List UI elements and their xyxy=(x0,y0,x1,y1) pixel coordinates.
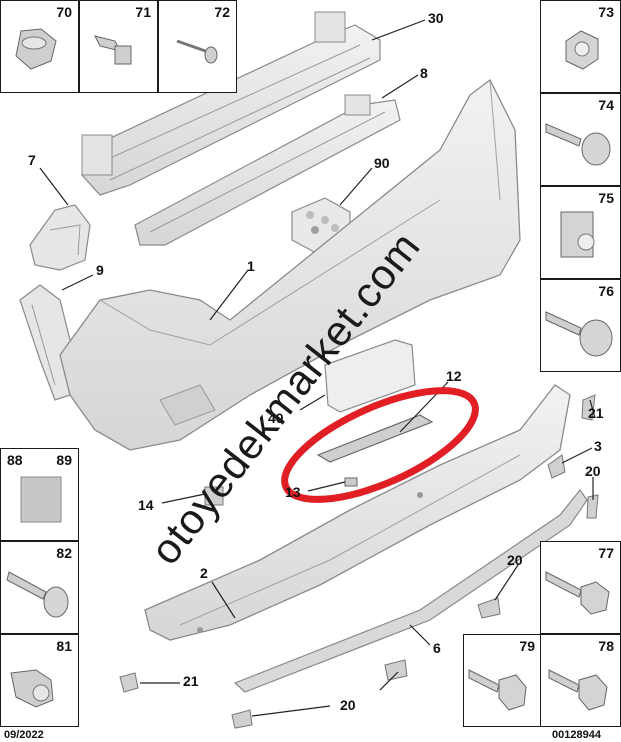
callout-21-top: 21 xyxy=(588,405,604,421)
callout-90: 90 xyxy=(374,155,390,171)
part-box-70: 70 xyxy=(0,0,79,93)
callout-7: 7 xyxy=(28,152,36,168)
self-tapping-screw-icon xyxy=(545,123,611,166)
part-number-label: 73 xyxy=(598,4,614,20)
adhesive-pad-icon xyxy=(20,476,62,523)
callout-9: 9 xyxy=(96,262,104,278)
part-box-79: 79 xyxy=(463,634,542,727)
leader-lines xyxy=(39,19,596,717)
part-box-77: 77 xyxy=(540,541,621,634)
screw-icon xyxy=(94,35,132,65)
flange-bolt-icon xyxy=(548,669,608,711)
small-clips xyxy=(119,394,599,729)
callout-3: 3 xyxy=(594,438,602,454)
part-number-label: 74 xyxy=(598,97,614,113)
bolt-icon xyxy=(545,571,610,615)
part-number-label: 75 xyxy=(598,190,614,206)
part-box-78: 78 xyxy=(540,634,621,727)
callout-21-bottom: 21 xyxy=(183,673,199,689)
push-rivet-icon xyxy=(6,571,69,618)
highlight-ellipse xyxy=(281,387,479,503)
part-box-76: 76 xyxy=(540,279,621,372)
part-box-88-89: 88 89 xyxy=(0,448,79,541)
side-bracket-part-7 xyxy=(29,204,91,271)
part-number-label: 70 xyxy=(56,4,72,20)
hex-nut-icon xyxy=(565,30,599,70)
part-number-label: 76 xyxy=(598,283,614,299)
footer-reference: 00128944 xyxy=(552,729,601,741)
impact-beam-part-30 xyxy=(81,11,381,196)
part-box-81: 81 xyxy=(0,634,79,727)
rivet-nut-icon xyxy=(15,28,57,70)
callout-20-right: 20 xyxy=(585,463,601,479)
part-box-71: 71 xyxy=(79,0,158,93)
expansion-clip-icon xyxy=(10,669,54,708)
plate-holder-part-40 xyxy=(324,339,416,413)
callout-2: 2 xyxy=(200,565,208,581)
part-box-74: 74 xyxy=(540,93,621,186)
footer-date: 09/2022 xyxy=(4,729,44,741)
mounting-bracket-part-8 xyxy=(134,94,401,246)
part-box-73: 73 xyxy=(540,0,621,93)
part-number-label: 82 xyxy=(56,545,72,561)
part-number-label: 71 xyxy=(135,4,151,20)
flange-screw-icon xyxy=(545,311,613,357)
callout-20-bottom: 20 xyxy=(340,697,356,713)
trim-strip-part-6 xyxy=(233,488,588,693)
callout-12: 12 xyxy=(446,368,462,384)
lower-diffuser-part-2 xyxy=(144,384,571,641)
callout-13: 13 xyxy=(285,484,301,500)
callout-30: 30 xyxy=(428,10,444,26)
part-number-label: 79 xyxy=(519,638,535,654)
part-number-label: 72 xyxy=(214,4,230,20)
callout-20-mid: 20 xyxy=(507,552,523,568)
clip-nut-icon xyxy=(560,211,595,258)
pin-icon xyxy=(176,39,218,64)
callout-14: 14 xyxy=(138,497,154,513)
part-number-label: 78 xyxy=(598,638,614,654)
bumper-cover-part-1 xyxy=(59,79,521,451)
callout-6: 6 xyxy=(433,640,441,656)
callout-40: 40 xyxy=(268,410,284,426)
hex-bolt-icon xyxy=(468,669,527,711)
part-box-75: 75 xyxy=(540,186,621,279)
part-number-label: 77 xyxy=(598,545,614,561)
part-box-72: 72 xyxy=(158,0,237,93)
part-number-label: 88 xyxy=(7,452,23,468)
callout-1: 1 xyxy=(247,258,255,274)
part-number-label: 81 xyxy=(56,638,72,654)
part-number-label: 89 xyxy=(56,452,72,468)
part-box-82: 82 xyxy=(0,541,79,634)
callout-8: 8 xyxy=(420,65,428,81)
